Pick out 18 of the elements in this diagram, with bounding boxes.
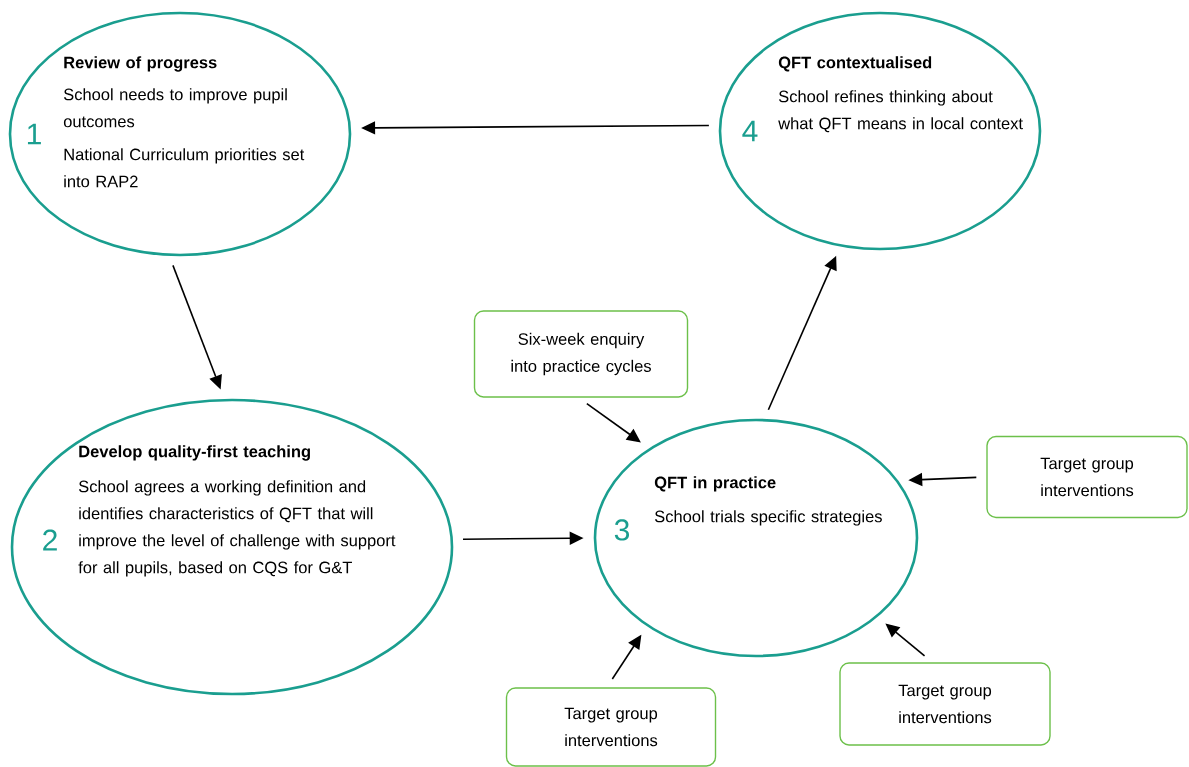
step-text: National Curriculum priorities set into RAP2 bbox=[64, 148, 305, 188]
note-box: Target group interventions bbox=[839, 662, 1051, 746]
step-heading: Review of progress bbox=[64, 56, 217, 72]
step-text: School agrees a working definition and identifies characteristics of QFT that will improve the level of challenge with support for all pupils, based on CQS for G&T bbox=[78, 480, 396, 577]
note-box: Six-week enquiry into practice cycles bbox=[473, 310, 689, 398]
step-heading: QFT contextualised bbox=[778, 56, 932, 72]
arrow bbox=[586, 402, 641, 443]
step-text: School needs to improve pupil outcomes bbox=[63, 88, 287, 128]
step-number: 2 bbox=[43, 529, 57, 551]
step-number: 3 bbox=[614, 519, 630, 541]
note-box: Target group interventions bbox=[986, 435, 1188, 519]
note-box: Target group interventions bbox=[505, 687, 717, 767]
step-text: School trials specific strategies bbox=[654, 510, 882, 526]
step-heading: Develop quality-first teaching bbox=[79, 445, 310, 461]
step-number: 4 bbox=[742, 120, 758, 142]
step-text: School refines thinking about what QFT means in local context bbox=[778, 90, 1023, 133]
step-heading: QFT in practice bbox=[654, 476, 776, 492]
step-number: 1 bbox=[27, 123, 41, 145]
